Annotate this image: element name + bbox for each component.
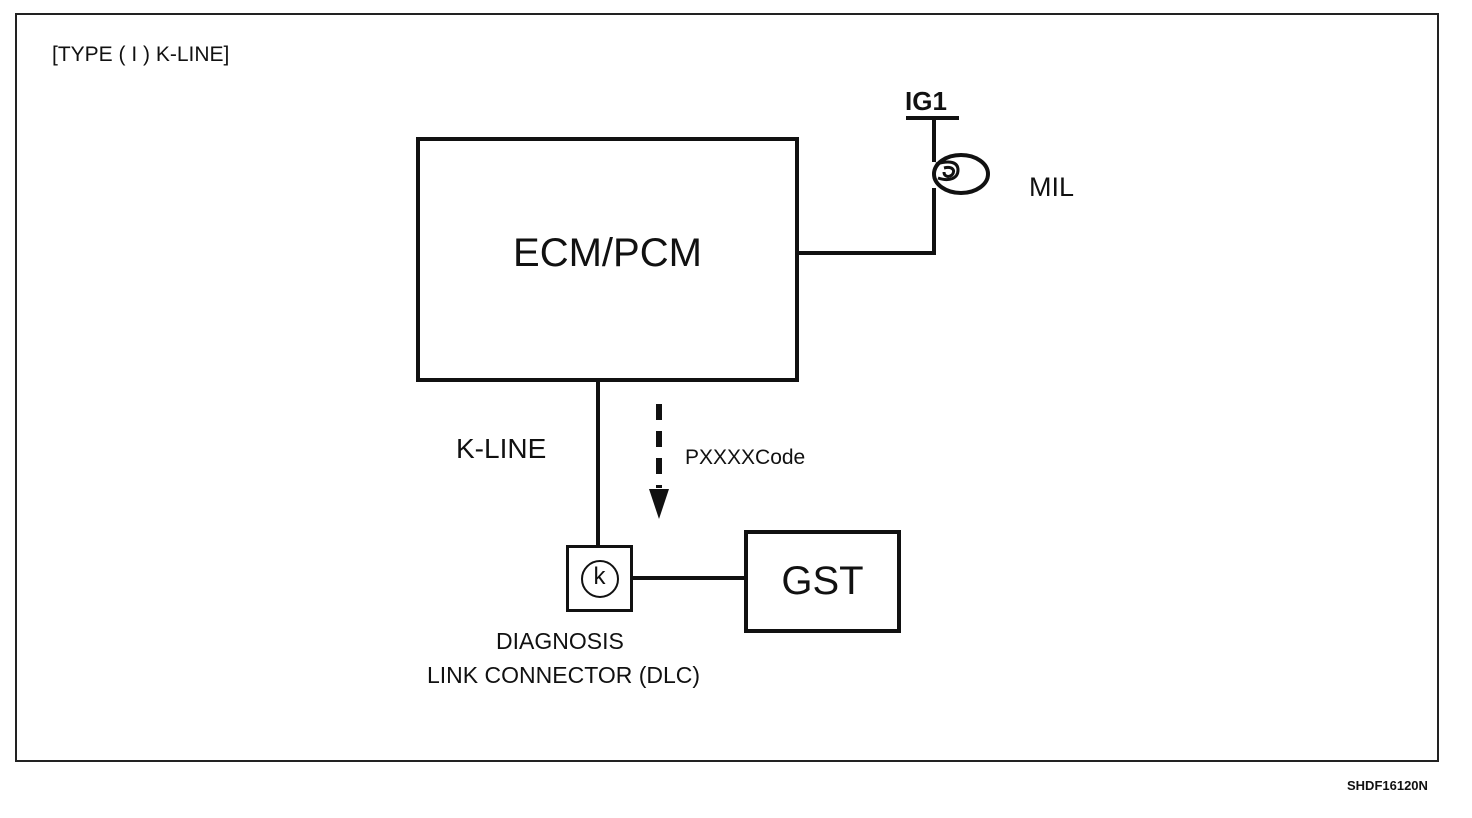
ecm-mil-wire [799, 251, 936, 255]
dlc-connector: k [566, 545, 633, 612]
dlc-label-line1: DIAGNOSIS [496, 628, 624, 654]
gst-label: GST [781, 559, 864, 603]
dlc-gst-wire [633, 576, 744, 580]
ecm-pcm-label: ECM/PCM [513, 231, 702, 275]
k-terminal-letter: k [593, 563, 606, 590]
k-terminal-icon: k [580, 559, 619, 598]
figure-code: SHDF16120N [1347, 778, 1428, 793]
mil-upper-wire [932, 118, 936, 162]
dlc-label-line2: LINK CONNECTOR (DLC) [427, 662, 701, 688]
k-line-label: K-LINE [456, 433, 547, 464]
gst-box: GST [744, 530, 901, 633]
ig1-label: IG1 [905, 86, 947, 116]
diagram-frame [15, 13, 1439, 762]
ig1-bar [906, 116, 959, 120]
ecm-pcm-box: ECM/PCM [416, 137, 799, 382]
diagram-title: [TYPE ( I ) K-LINE] [52, 43, 230, 66]
k-line-wire [596, 382, 600, 545]
mil-lower-wire [932, 188, 936, 255]
code-label: PXXXXCode [685, 446, 806, 469]
mil-label: MIL [1029, 172, 1075, 202]
